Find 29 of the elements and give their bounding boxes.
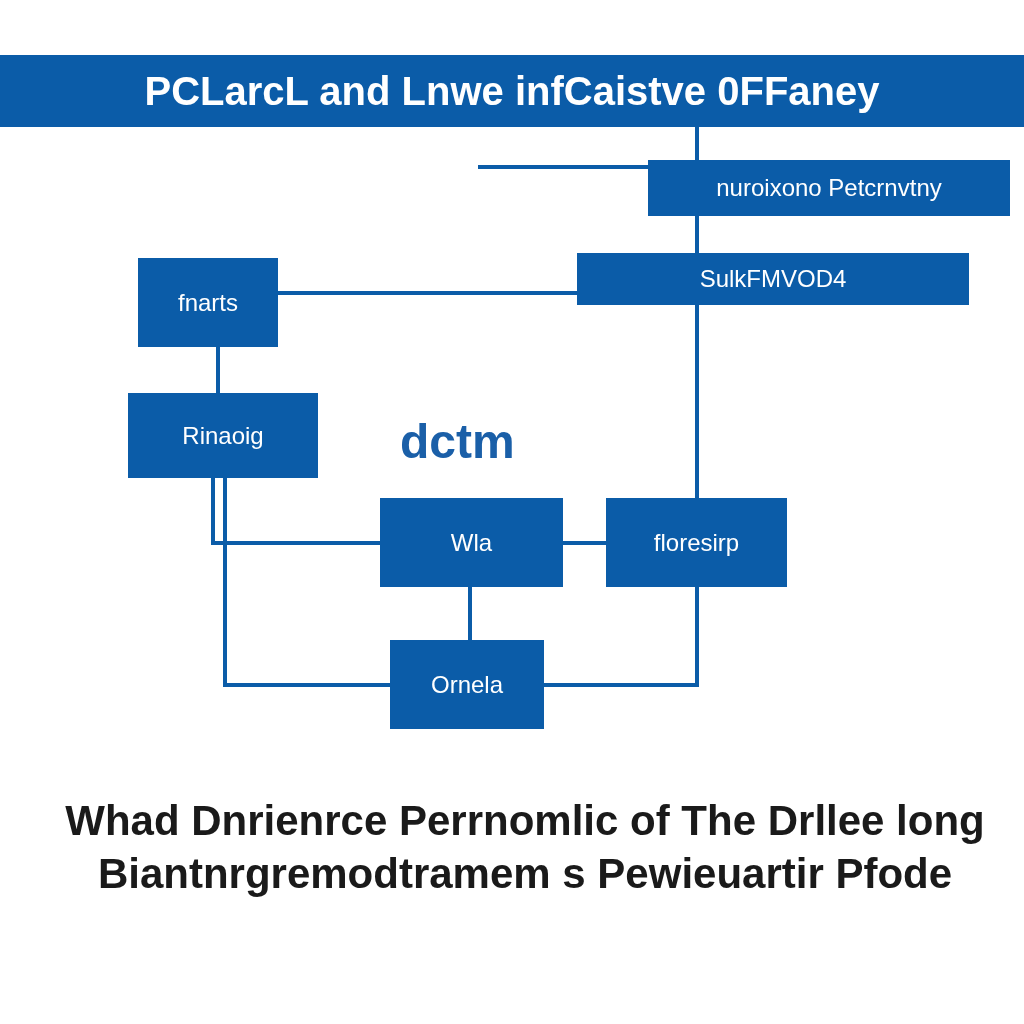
connector-line [695,305,699,498]
connector-line [478,165,648,169]
box-label: Wla [450,527,493,558]
title-text: PCLarcL and Lnwe infCaistve 0FFaney [144,68,880,115]
title-banner [0,55,1024,127]
process-box [577,253,969,305]
connector-line [695,216,699,253]
connector-line [468,587,472,640]
caption-text: Whad Dnrienrce Perrnomlic of The Drllee long Biantnrgremodtramem s Pewieuartir Pfode [64,796,986,899]
diagram-label: dctm [400,418,515,466]
box-label: SulkFMVOD4 [699,264,847,294]
box-label: Ornela [430,669,503,700]
process-box [380,498,563,587]
box-label: Rinaoig [182,420,264,451]
process-box [128,393,318,478]
connector-line [563,541,606,545]
process-box [138,258,278,347]
connector-line [278,291,577,295]
connector-line [544,587,699,687]
process-box [648,160,1010,216]
box-label: floresirp [653,527,740,558]
connector-line [211,478,380,545]
process-box [606,498,787,587]
connector-line [223,478,390,687]
connector-line [216,347,220,393]
connector-line [695,127,699,160]
process-box [390,640,544,729]
box-label: fnarts [178,287,238,318]
box-label: nuroixono Petcrnvtny [716,173,942,203]
